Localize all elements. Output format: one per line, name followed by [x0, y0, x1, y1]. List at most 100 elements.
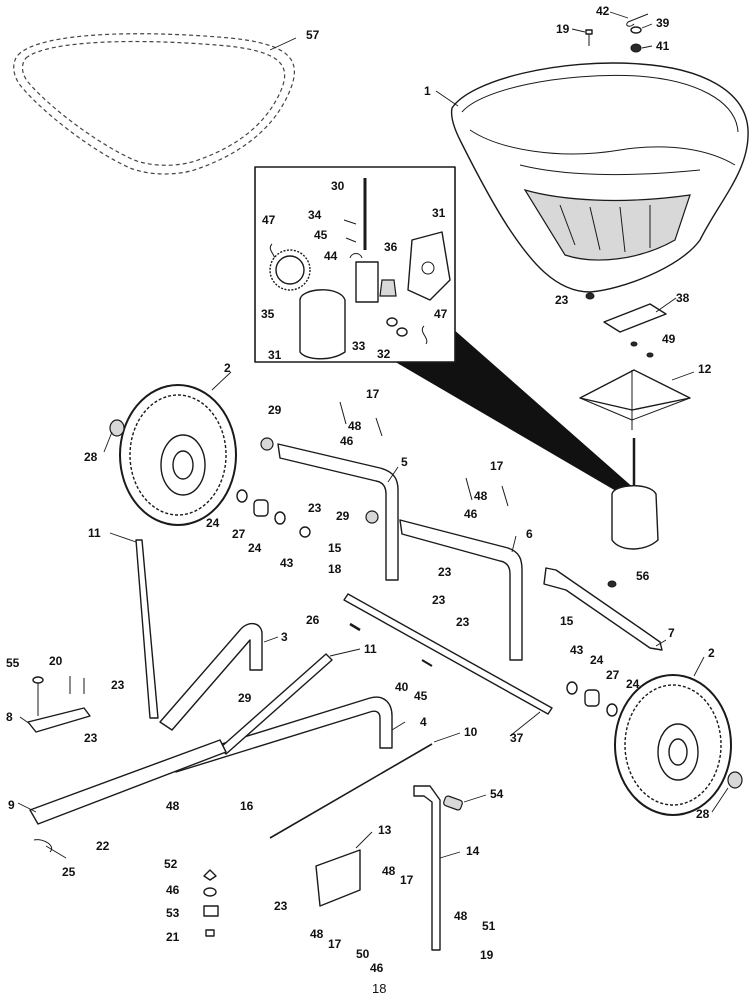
part-24-27-axle-parts-right [566, 681, 618, 717]
callout-44: 44 [324, 249, 338, 263]
part-55-pin [32, 676, 44, 716]
callout-3: 3 [281, 630, 288, 644]
part-46-washer [203, 887, 217, 897]
callout-33: 33 [352, 339, 366, 353]
callout-19: 19 [556, 22, 570, 36]
part-57-cover [13, 33, 295, 175]
callout-34: 34 [308, 208, 322, 222]
callout-38: 38 [676, 291, 690, 305]
part-19-bolt-top [585, 29, 593, 46]
callout-35: 35 [261, 307, 275, 321]
callout-49: 49 [662, 332, 676, 346]
callout-46: 46 [464, 507, 478, 521]
callout-46: 46 [370, 961, 384, 975]
callout-12: 12 [698, 362, 712, 376]
part-26-pin [349, 622, 361, 632]
callout-10: 10 [464, 725, 478, 739]
callout-24: 24 [206, 516, 220, 530]
callout-23: 23 [456, 615, 470, 629]
callout-43: 43 [280, 556, 294, 570]
callout-18: 18 [328, 562, 342, 576]
callout-23: 23 [432, 593, 446, 607]
callout-32: 32 [377, 347, 391, 361]
part-6-handle [399, 519, 523, 661]
part-20-bolts [69, 676, 85, 694]
callout-48: 48 [454, 909, 468, 923]
callout-20: 20 [49, 654, 63, 668]
callout-7: 7 [668, 626, 675, 640]
callout-15: 15 [328, 541, 342, 555]
callout-56: 56 [636, 569, 650, 583]
part-25-clip [33, 839, 52, 853]
callout-46: 46 [166, 883, 180, 897]
callout-16: 16 [240, 799, 254, 813]
part-10-rod [269, 743, 433, 839]
callout-45: 45 [414, 689, 428, 703]
callout-39: 39 [656, 16, 670, 30]
callout-47: 47 [262, 213, 276, 227]
callout-48: 48 [348, 419, 362, 433]
part-14-lever [413, 785, 441, 951]
part-3-frame [159, 623, 263, 731]
callout-37: 37 [510, 731, 524, 745]
part-28-cap-left [109, 419, 125, 437]
callout-13: 13 [378, 823, 392, 837]
callout-15: 15 [560, 614, 574, 628]
callout-8: 8 [6, 710, 13, 724]
callout-23: 23 [438, 565, 452, 579]
callout-23: 23 [111, 678, 125, 692]
callout-53: 53 [166, 906, 180, 920]
callout-28: 28 [696, 807, 710, 821]
part-54-grip [443, 795, 463, 811]
part-12-spinner [579, 369, 691, 430]
part-38-plate [603, 303, 667, 333]
callout-11: 11 [88, 526, 101, 540]
callout-19: 19 [480, 948, 494, 962]
callout-29: 29 [336, 509, 350, 523]
callout-28: 28 [84, 450, 98, 464]
callout-27: 27 [606, 668, 620, 682]
callout-14: 14 [466, 844, 480, 858]
part-7-bracket [543, 567, 663, 651]
callout-25: 25 [62, 865, 76, 879]
callout-29: 29 [238, 691, 252, 705]
part-42-clip [626, 13, 649, 27]
callout-17: 17 [328, 937, 342, 951]
part-29-spacer [260, 437, 274, 451]
callout-41: 41 [656, 39, 670, 53]
callout-57: 57 [306, 28, 320, 42]
callout-17: 17 [490, 459, 504, 473]
callout-31: 31 [268, 348, 282, 362]
callout-4: 4 [420, 715, 427, 729]
part-13-bracket [315, 849, 361, 907]
callout-46: 46 [340, 434, 354, 448]
callout-9: 9 [8, 798, 15, 812]
part-23-nut [585, 292, 595, 300]
callout-1: 1 [424, 84, 431, 98]
callout-48: 48 [310, 927, 324, 941]
callout-48: 48 [382, 864, 396, 878]
part-17-bolts [339, 401, 509, 507]
callout-43: 43 [570, 643, 584, 657]
part-43-nut-left [299, 526, 311, 538]
part-41-nut [630, 43, 642, 53]
page-number: 18 [372, 981, 386, 996]
callout-52: 52 [164, 857, 178, 871]
callout-17: 17 [400, 873, 414, 887]
callout-48: 48 [474, 489, 488, 503]
callout-47: 47 [434, 307, 448, 321]
callout-2: 2 [708, 646, 715, 660]
part-29-spacer-b [365, 510, 379, 524]
part-49-fasteners [630, 341, 654, 358]
part-1-hopper [450, 62, 749, 293]
part-39-washer [630, 26, 642, 34]
part-gearbox-assembly [611, 438, 659, 550]
part-24-27-axle-parts-left [236, 489, 286, 525]
callout-26: 26 [306, 613, 320, 627]
callout-11: 11 [364, 642, 377, 656]
callout-55: 55 [6, 656, 20, 670]
callout-51: 51 [482, 919, 496, 933]
callout-31: 31 [432, 206, 446, 220]
gearbox-inset [254, 166, 636, 498]
